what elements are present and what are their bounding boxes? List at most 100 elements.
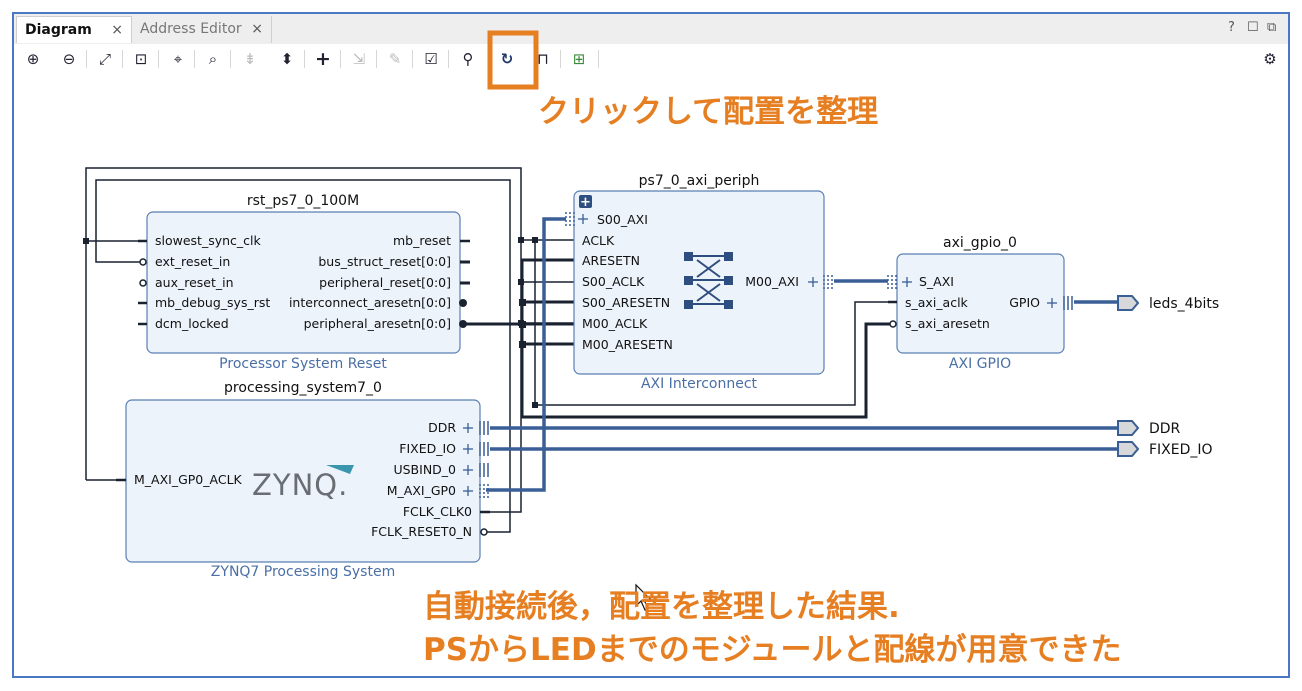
gpio-reset-bubble <box>889 320 897 328</box>
make-connection-icon[interactable]: ⇲ <box>352 50 366 68</box>
ps7-interface-plus <box>463 423 473 496</box>
add-ip-icon[interactable]: + <box>315 48 331 70</box>
properties-wrench-icon[interactable]: ✎ <box>388 50 402 68</box>
search-icon[interactable]: ⌕ <box>208 50 218 68</box>
gpio-out-bars <box>1063 296 1073 310</box>
validate-design-icon[interactable]: ☑ <box>424 50 438 68</box>
rst-block-title: rst_ps7_0_100M <box>247 193 359 209</box>
port-label: slowest_sync_clk <box>155 233 262 248</box>
gear-icon[interactable]: ⚙ <box>1263 50 1277 68</box>
mouse-cursor-icon <box>635 583 653 611</box>
port-label: bus_struct_reset[0:0] <box>318 254 451 269</box>
axi-interconnect-block[interactable]: ps7_0_axi_periph AXI Interconnect + S00_… <box>565 173 833 392</box>
rst-port-dots <box>459 299 467 328</box>
port-label: s_axi_aresetn <box>905 316 990 331</box>
annotation-bottom-line1: 自動接続後，配置を整理した結果. <box>423 589 900 625</box>
optimize-routing-icon[interactable]: ⊓ <box>537 50 549 68</box>
port-label: S00_AXI <box>597 212 648 227</box>
port-label: M_AXI_GP0 <box>387 483 456 498</box>
crossbar-icon <box>684 252 733 309</box>
clock-reset-wires <box>85 167 896 533</box>
periph-block-subtitle: AXI Interconnect <box>641 376 758 392</box>
port-label: FCLK_RESET0_N <box>371 524 472 539</box>
port-label: peripheral_reset[0:0] <box>319 275 451 290</box>
port-label: M00_ACLK <box>582 316 648 331</box>
port-label: S00_ACLK <box>582 274 645 289</box>
port-label: M_AXI_GP0_ACLK <box>134 472 243 487</box>
tab-diagram-label: Diagram <box>25 22 92 38</box>
pin-icon[interactable]: ⚲ <box>462 50 474 68</box>
expand-icon-glyph: + <box>580 195 591 210</box>
port-label: ARESETN <box>582 253 640 268</box>
tab-address-editor[interactable]: Address Editor × <box>132 16 272 43</box>
collapse-all-icon[interactable]: ⇟ <box>243 50 257 68</box>
rst-block-subtitle: Processor System Reset <box>219 356 387 372</box>
ps7-interface-bars <box>479 421 489 477</box>
external-port-label: FIXED_IO <box>1149 442 1213 458</box>
close-icon[interactable]: × <box>251 21 263 37</box>
port-label: GPIO <box>1009 295 1040 310</box>
port-label: mb_debug_sys_rst <box>155 295 270 310</box>
axi-gpio-block[interactable]: axi_gpio_0 AXI GPIO S_AXI s_axi_aclk s_a… <box>887 235 1073 372</box>
zoom-selection-icon[interactable]: ⊡ <box>134 50 148 68</box>
gpio-axi-bars <box>887 275 897 289</box>
external-ports: leds_4bits DDR FIXED_IO <box>1117 295 1219 458</box>
annotation-bottom-line2: PSからLEDまでのモジュールと配線が用意できた <box>423 632 1122 668</box>
periph-block-body <box>573 190 825 375</box>
port-label: M00_ARESETN <box>582 337 673 352</box>
port-label: s_axi_aclk <box>905 295 969 310</box>
port-label: USBIND_0 <box>393 462 456 477</box>
tab-diagram[interactable]: Diagram × <box>16 16 132 43</box>
ps7-block-subtitle: ZYNQ7 Processing System <box>211 564 395 580</box>
port-label: S_AXI <box>919 274 954 289</box>
external-port-icon <box>1117 441 1140 457</box>
external-port-label: DDR <box>1149 421 1181 437</box>
zynq-logo-mark <box>326 465 354 474</box>
float-icon[interactable]: ⧉ <box>1267 20 1277 35</box>
port-label: M00_AXI <box>745 274 799 289</box>
close-icon[interactable]: × <box>111 22 123 38</box>
port-label: interconnect_aresetn[0:0] <box>289 295 451 310</box>
gpio-block-title: axi_gpio_0 <box>943 235 1017 251</box>
annotation-top: クリックして配置を整理 <box>538 94 879 130</box>
tab-bar: Diagram × Address Editor × ? ☐ ⧉ <box>14 14 1288 45</box>
regenerate-layout-icon[interactable]: ↻ <box>500 50 514 68</box>
zoom-out-icon[interactable]: ⊖ <box>62 50 76 68</box>
gpio-interface-plus <box>902 277 1057 308</box>
zoom-fit-icon[interactable]: ⤢ <box>98 50 111 68</box>
help-icon[interactable]: ? <box>1228 20 1235 35</box>
port-label: S00_ARESETN <box>582 295 670 310</box>
port-label: mb_reset <box>393 233 451 248</box>
ps7-block[interactable]: processing_system7_0 ZYNQ7 Processing Sy… <box>116 380 490 580</box>
port-label: FIXED_IO <box>399 441 456 456</box>
crosshair-icon[interactable]: ⌖ <box>173 50 183 68</box>
gpio-block-subtitle: AXI GPIO <box>949 356 1011 372</box>
rst-block[interactable]: rst_ps7_0_100M Processor System Reset sl… <box>138 193 470 372</box>
rst-port-bubbles <box>139 258 147 287</box>
highlight-box <box>487 30 539 90</box>
zynq-logo: ZYNQ. <box>252 468 348 502</box>
rst-port-stubs-bus <box>460 260 470 285</box>
port-label: FCLK_CLK0 <box>403 504 472 519</box>
periph-interface-plus <box>578 214 818 287</box>
maximize-icon[interactable]: ☐ <box>1247 20 1259 35</box>
highlight-icon[interactable]: ⊞ <box>572 50 586 68</box>
port-label: ACLK <box>582 233 615 248</box>
port-label: peripheral_aresetn[0:0] <box>304 316 451 331</box>
expand-icon[interactable] <box>579 195 592 208</box>
rst-port-stubs <box>138 239 470 326</box>
zoom-in-icon[interactable]: ⊕ <box>26 50 40 68</box>
diagram-toolbar: ⊕ ⊖ ⤢ ⊡ ⌖ ⌕ ⇟ ⬍ + ⇲ ✎ ☑ ⚲ ↻ ⊓ ⊞ ⚙ <box>14 44 1288 74</box>
expand-all-icon[interactable]: ⬍ <box>280 50 294 68</box>
wire-junctions <box>83 237 538 408</box>
periph-block-title: ps7_0_axi_periph <box>639 173 760 189</box>
port-label: dcm_locked <box>155 316 229 331</box>
external-port-icon <box>1117 420 1140 436</box>
port-label: ext_reset_in <box>155 254 230 269</box>
ps7-reset-bubble <box>480 528 488 536</box>
external-port-icon <box>1117 295 1140 311</box>
axi-bus-wires <box>486 217 1118 492</box>
tab-address-editor-label: Address Editor <box>140 21 242 37</box>
port-label: aux_reset_in <box>155 275 234 290</box>
port-label: DDR <box>428 420 456 435</box>
